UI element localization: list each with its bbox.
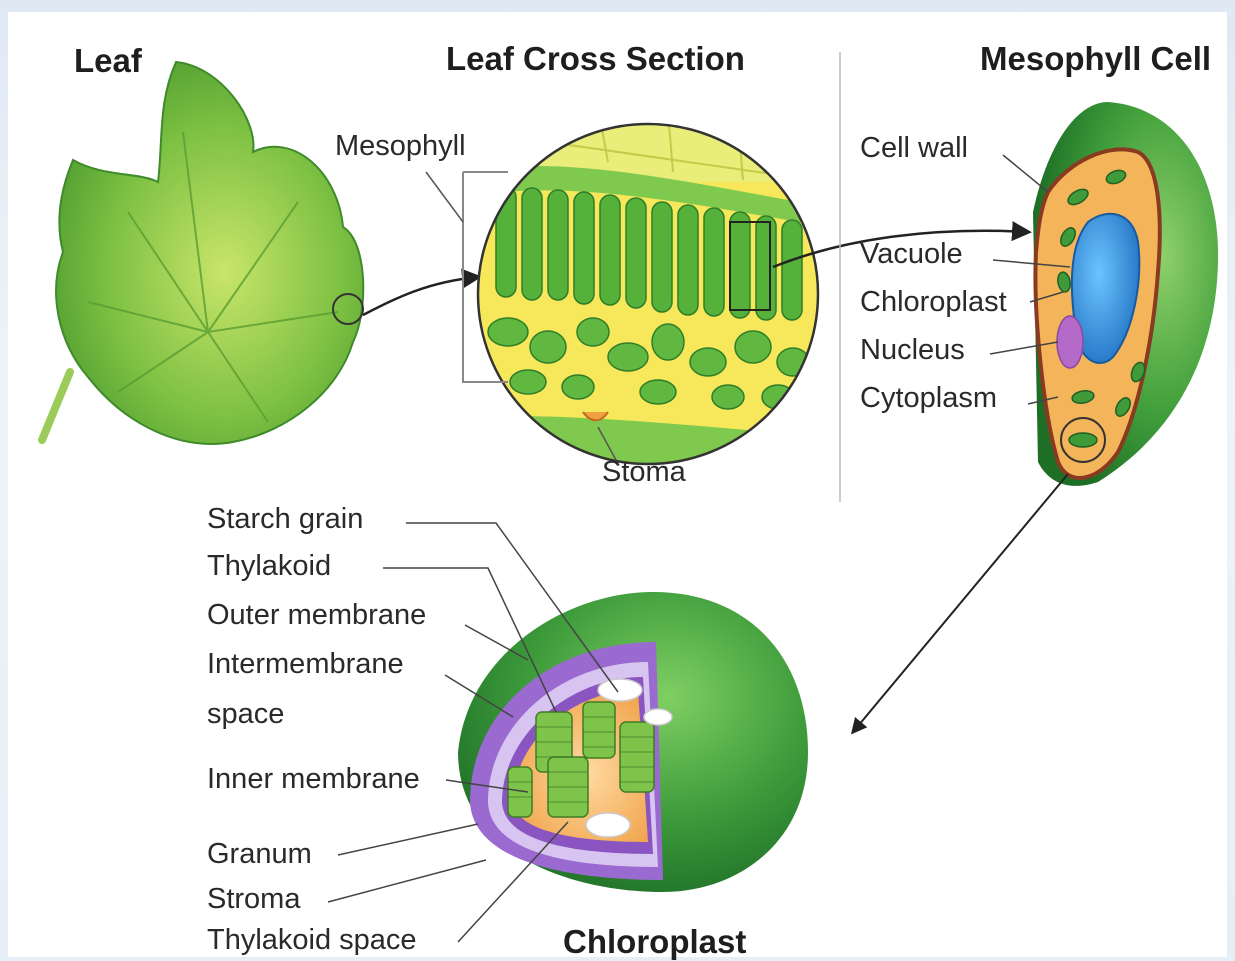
title-leaf: Leaf [74,44,142,77]
label-inner-membrane: Inner membrane [207,765,420,794]
label-cell-wall: Cell wall [860,134,968,163]
label-cell-chloroplast: Chloroplast [860,288,1007,317]
leaf-illustration [42,62,363,444]
label-nucleus: Nucleus [860,336,965,365]
label-thylakoid-space: Thylakoid space [207,926,417,955]
leaf-blade [56,62,363,444]
title-leaf-cross-section: Leaf Cross Section [446,42,745,75]
title-chloroplast: Chloroplast [563,925,746,958]
diagram-canvas: Leaf Leaf Cross Section Mesophyll Cell C… [8,12,1227,957]
arrow-cell-to-chloroplast [853,474,1068,732]
label-intermembrane-space: space [207,700,284,729]
label-stoma: Stoma [602,458,686,487]
label-granum: Granum [207,840,312,869]
mesophyll-cell-illustration [990,102,1218,486]
arrow-leaf-to-section [363,277,478,315]
cross-section-illustration [426,92,828,472]
label-vacuole: Vacuole [860,240,963,269]
label-cytoplasm: Cytoplasm [860,384,997,413]
label-thylakoid: Thylakoid [207,552,331,581]
label-stroma: Stroma [207,885,300,914]
label-starch-grain: Starch grain [207,505,363,534]
label-intermembrane: Intermembrane [207,650,404,679]
label-mesophyll: Mesophyll [335,132,466,161]
chloroplast-illustration [328,523,808,942]
label-outer-membrane: Outer membrane [207,601,426,630]
title-mesophyll-cell: Mesophyll Cell [980,42,1211,75]
